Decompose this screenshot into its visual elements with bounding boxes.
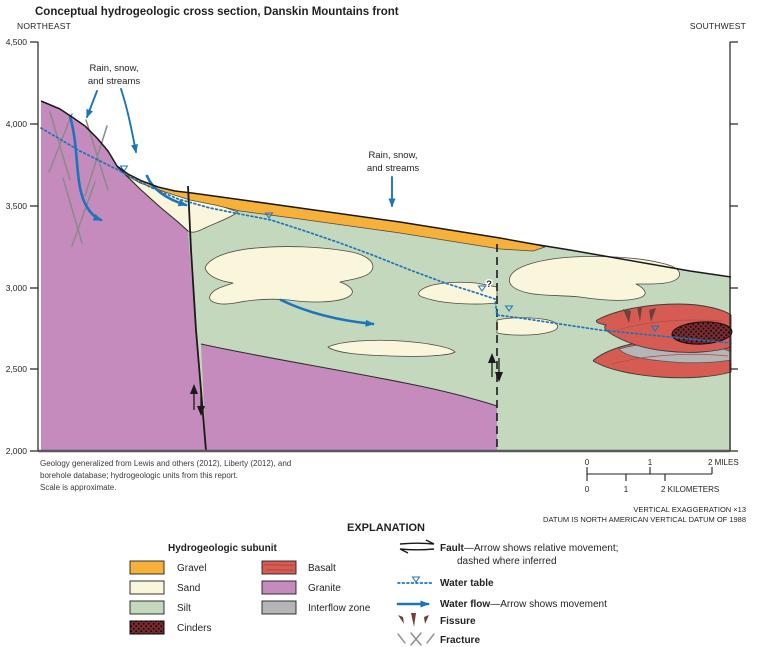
water-table-line [40, 127, 732, 344]
caption-line2: borehole database; hydrogeologic units f… [40, 471, 238, 480]
granite-buried-wedge [201, 344, 497, 451]
direction-label-southwest: SOUTHWEST [690, 21, 746, 31]
legend-label-sand: Sand [177, 583, 200, 594]
y-tick-2500: 2,500 [6, 364, 28, 374]
fault-symbol [399, 539, 435, 554]
y-tick-4500: 4,500 [6, 37, 28, 47]
fault-movement-arrows-dashed [488, 353, 503, 382]
y-tick-3500: 3,500 [6, 201, 28, 211]
fault-legend-label-line2: dashed where inferred [457, 556, 557, 567]
scale-km-1: 1 [624, 485, 629, 494]
legend-label-silt: Silt [177, 603, 191, 614]
scale-miles-2: 2 MILES [708, 458, 739, 467]
legend-swatch-gravel [129, 560, 165, 575]
sand-lens-right [508, 255, 680, 301]
explanation-heading: EXPLANATION [347, 522, 425, 534]
rain1-line2: and streams [88, 76, 141, 87]
legend-swatch-basalt [261, 560, 297, 575]
legend-basalt-texture [263, 564, 295, 571]
sand-lens-below-fault [496, 317, 559, 336]
elevation-axis-left: 4,500 4,000 3,500 3,000 2,500 2,000 [6, 37, 39, 456]
scale-km-2: 2 KILOMETERS [661, 485, 719, 494]
land-surface-line [40, 100, 732, 278]
scale-miles-1: 1 [648, 458, 653, 467]
buried-granite-contact [200, 343, 498, 407]
basalt-contour-line [611, 353, 729, 365]
y-tick-3000: 3,000 [6, 283, 28, 293]
legend-swatch-interflow [261, 600, 297, 615]
fracture-symbol [397, 632, 435, 646]
fissure-marks [623, 307, 656, 323]
caption-line3: Scale is approximate. [40, 483, 116, 492]
caption-line1: Geology generalized from Lewis and other… [40, 459, 291, 468]
legend-label-gravel: Gravel [177, 563, 206, 574]
water-flow-arrows [68, 114, 375, 327]
fissure-symbol [398, 613, 429, 627]
legend-swatch-granite [261, 580, 297, 595]
rain1-line1: Rain, snow, [89, 63, 138, 74]
legend-swatch-sand [129, 580, 165, 595]
fault-query-label: ? [486, 279, 492, 290]
y-tick-2000: 2,000 [6, 446, 28, 456]
datum-note: DATUM IS NORTH AMERICAN VERTICAL DATUM O… [543, 515, 746, 524]
elevation-axis-right [729, 41, 738, 452]
legend-column-2: Basalt Granite Interflow zone [261, 560, 371, 615]
sand-lens-left [204, 246, 374, 305]
sand-lens-thin-bottom [327, 339, 456, 357]
legend-label-interflow: Interflow zone [308, 603, 371, 614]
water-table-symbol-marker [411, 576, 421, 583]
granite-slope-contact [116, 165, 189, 232]
rain2-line2: and streams [367, 163, 420, 174]
scale-km-0: 0 [585, 485, 590, 494]
water-flow-legend-label: Water flow—Arrow shows movement [440, 599, 607, 610]
legend-column-1: Gravel Sand Silt Cinders [129, 560, 211, 635]
legend-label-cinders: Cinders [177, 623, 211, 634]
scale-miles-0: 0 [585, 458, 590, 467]
legend-swatch-silt [129, 600, 165, 615]
fault-movement-arrows-solid [190, 384, 205, 416]
legend-swatch-cinders [129, 620, 165, 635]
scale-bar [586, 467, 713, 481]
water-table-legend-label: Water table [440, 578, 494, 589]
rain1-arrow-left [86, 90, 98, 119]
granite-left-block [41, 101, 206, 451]
fracture-legend-label: Fracture [440, 635, 480, 646]
direction-label-northeast: NORTHEAST [17, 21, 71, 31]
geologic-units [41, 101, 733, 451]
vertical-exaggeration-note: VERTICAL EXAGGERATION ×13 [633, 505, 746, 514]
fissure-legend-label: Fissure [440, 616, 476, 627]
rain-annotation-2: Rain, snow, and streams [367, 150, 420, 208]
legend-label-granite: Granite [308, 583, 341, 594]
legend-label-basalt: Basalt [308, 563, 336, 574]
water-table-markers [119, 165, 660, 332]
rain-annotation-1: Rain, snow, and streams [86, 63, 141, 154]
subunit-heading: Hydrogeologic subunit [168, 543, 278, 554]
legend-symbols: Fault—Arrow shows relative movement; das… [396, 539, 618, 646]
y-tick-4000: 4,000 [6, 119, 28, 129]
source-caption: Geology generalized from Lewis and other… [40, 459, 291, 492]
basalt-contour-line [611, 319, 723, 333]
fault-legend-label: Fault—Arrow shows relative movement; [440, 543, 618, 554]
rain2-line1: Rain, snow, [368, 150, 417, 161]
rain1-arrow-right [120, 88, 138, 154]
figure-title: Conceptual hydrogeologic cross section, … [35, 6, 399, 18]
